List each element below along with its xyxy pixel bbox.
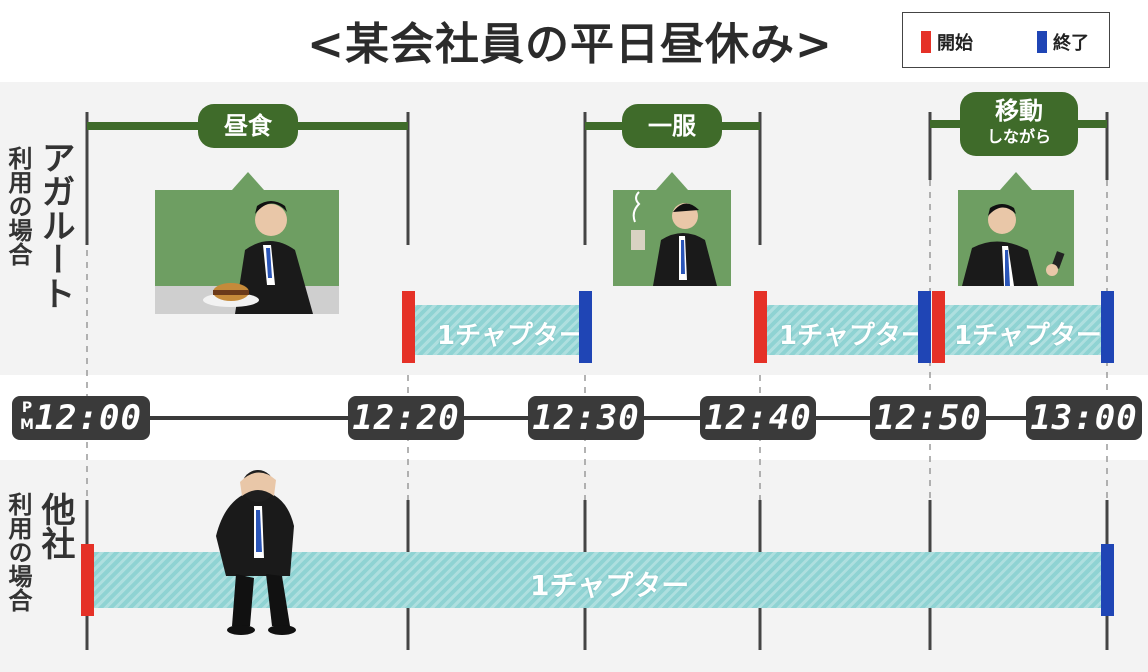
other-bar-start-marker — [81, 544, 94, 616]
agaroot-chapter-bar-1: 1チャプター — [413, 305, 585, 355]
page-title: <某会社員の平日昼休み> — [307, 19, 833, 70]
break-photo — [613, 190, 731, 286]
break-photo-pointer — [656, 172, 688, 190]
agaroot-chapter-bar-3: 1チャプター — [940, 305, 1106, 355]
agaroot-chapter-label-3: 1チャプター — [954, 321, 1102, 351]
agaroot-bar-1-start-marker — [402, 291, 415, 363]
moving-pill: 移動 しながら — [960, 92, 1078, 156]
other-bar-end-marker — [1101, 544, 1114, 616]
legend-start-swatch — [921, 31, 931, 53]
clock-1200-time: 12:00 — [34, 398, 142, 438]
legend-start-label: 開始 — [937, 33, 973, 54]
agaroot-bar-2-start-marker — [754, 291, 767, 363]
agaroot-bar-1-end-marker — [579, 291, 592, 363]
man-eating-burger-image — [155, 201, 339, 314]
stressed-man-image — [216, 470, 296, 635]
clock-1250: 12:50 — [870, 396, 986, 440]
other-row-label: 他社 — [35, 492, 75, 560]
man-drinking-coffee-image — [631, 191, 717, 286]
lunch-photo — [155, 190, 339, 314]
agaroot-row-sublabel: 利用の場合 — [4, 146, 32, 266]
agaroot-bar-3-end-marker — [1101, 291, 1114, 363]
agaroot-bar-3-start-marker — [932, 291, 945, 363]
lunch-pill: 昼食 — [198, 104, 298, 148]
agaroot-row-label: アガルート — [35, 140, 75, 310]
moving-photo-pointer — [1000, 172, 1032, 190]
legend: 開始 終了 — [902, 12, 1110, 68]
moving-pill-line1: 移動 — [995, 97, 1043, 125]
other-chapter-bar: 1チャプター — [90, 552, 1102, 608]
clock-1200: 12:00 — [12, 396, 150, 440]
agaroot-bar-2-end-marker — [918, 291, 931, 363]
moving-pill-line2: しながら — [986, 127, 1051, 146]
clock-1300: 13:00 — [1026, 396, 1142, 440]
clock-1220: 12:20 — [348, 396, 464, 440]
agaroot-chapter-bar-2: 1チャプター — [765, 305, 927, 355]
break-pill: 一服 — [622, 104, 722, 148]
clock-1240: 12:40 — [700, 396, 816, 440]
agaroot-chapter-label-1: 1チャプター — [437, 321, 585, 351]
other-row-sublabel: 利用の場合 — [4, 492, 32, 612]
legend-end-label: 終了 — [1053, 33, 1089, 54]
man-with-smartphone-image — [962, 204, 1065, 286]
moving-photo — [958, 190, 1074, 286]
other-chapter-label: 1チャプター — [530, 569, 690, 602]
legend-end-swatch — [1037, 31, 1047, 53]
lunch-photo-pointer — [232, 172, 264, 190]
agaroot-chapter-label-2: 1チャプター — [779, 321, 927, 351]
clock-1230: 12:30 — [528, 396, 644, 440]
